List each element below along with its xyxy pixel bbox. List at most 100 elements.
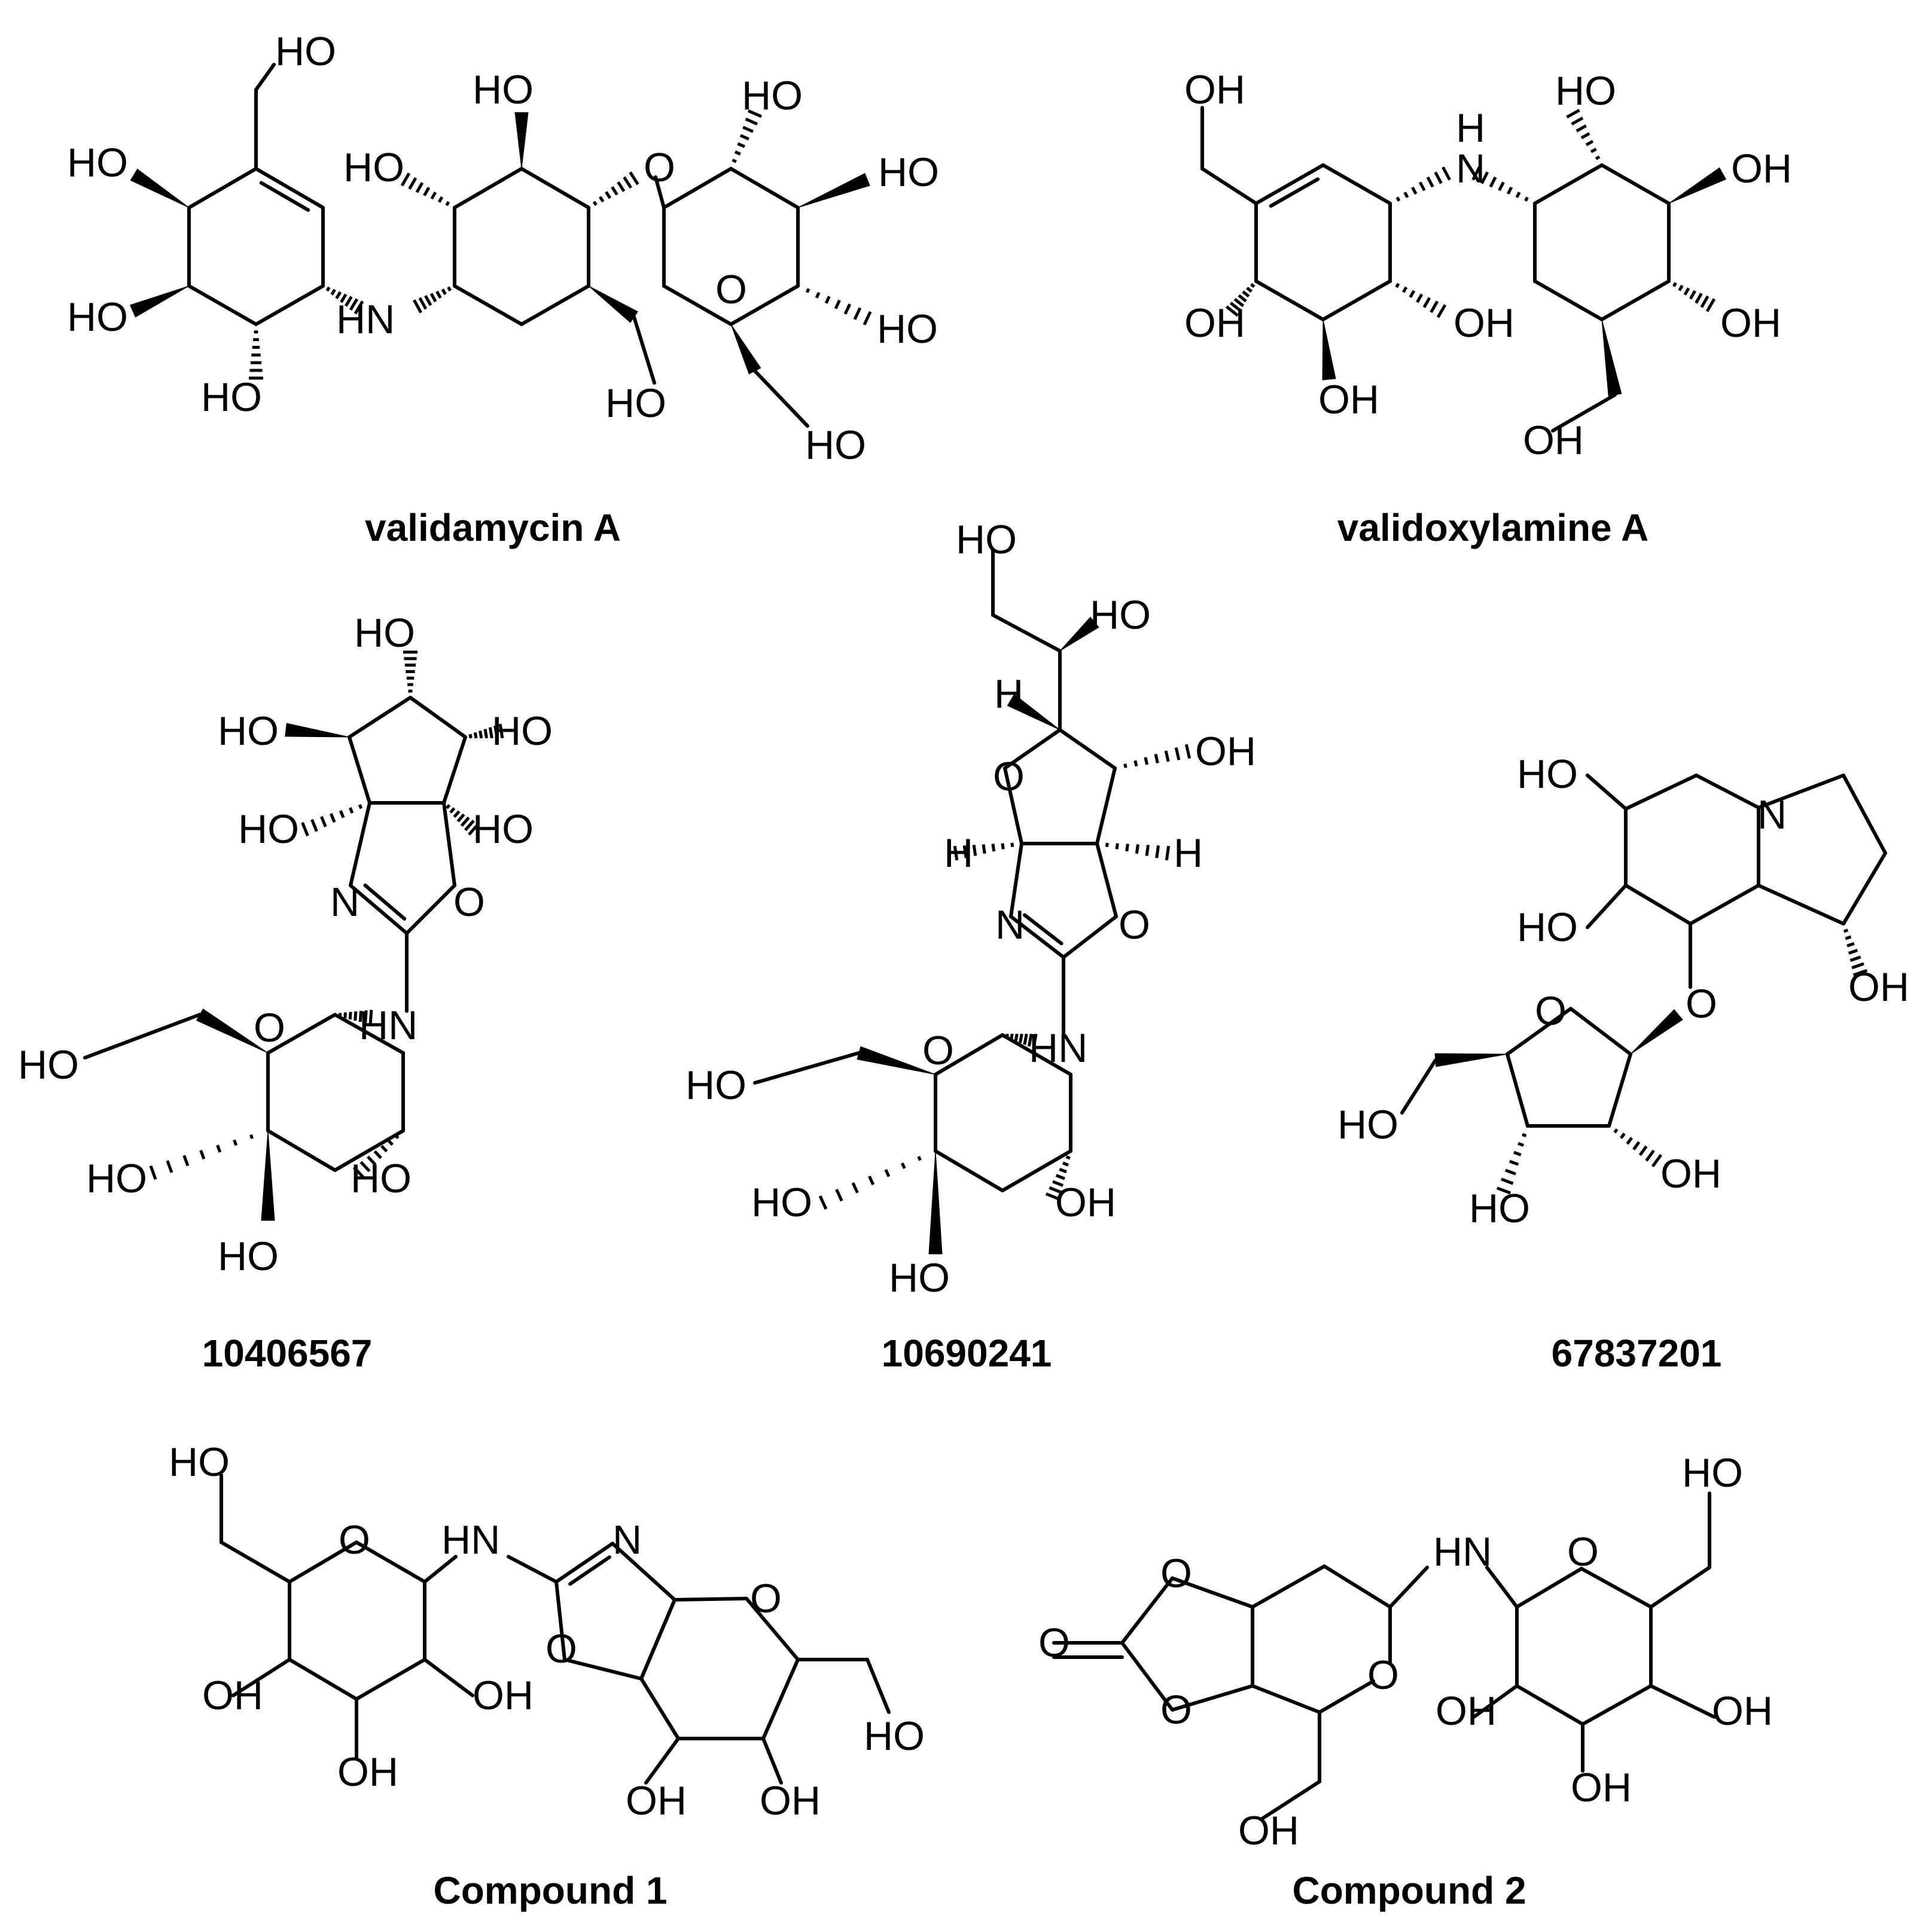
hash-bond xyxy=(216,1144,222,1153)
hash-bond xyxy=(1571,116,1584,126)
hash-bond xyxy=(598,196,605,203)
bond xyxy=(1569,1007,1632,1056)
hash-bond xyxy=(387,1139,394,1146)
hash-bond xyxy=(1500,1177,1514,1185)
hash-bond xyxy=(1590,147,1597,153)
atom-label: O xyxy=(644,145,675,190)
bond xyxy=(1001,1149,1072,1192)
bond xyxy=(266,1129,337,1172)
atom-label: HO xyxy=(956,517,1017,562)
atom-label: HO xyxy=(805,422,866,468)
hash-bond xyxy=(1246,287,1253,293)
hash-bond xyxy=(818,1195,828,1210)
bond xyxy=(1607,1052,1632,1128)
atom-label: O xyxy=(993,754,1025,799)
hash-bond xyxy=(611,186,618,196)
atom-label: O xyxy=(1160,1551,1192,1596)
wedge-bond xyxy=(1434,1053,1508,1067)
hash-bond xyxy=(982,844,986,854)
hash-bond xyxy=(1513,1150,1522,1156)
hash-bond xyxy=(1422,297,1431,308)
hash-bond xyxy=(1504,1168,1516,1176)
bond xyxy=(1269,177,1320,208)
hash-bond xyxy=(488,727,493,739)
hash-bond xyxy=(1645,1149,1655,1162)
hash-bond xyxy=(1848,948,1858,955)
wedge-bond xyxy=(797,173,870,208)
bond xyxy=(1321,163,1392,205)
bond xyxy=(453,167,523,209)
bond xyxy=(934,1149,1004,1192)
bond xyxy=(507,1555,558,1584)
atom-label: OH xyxy=(626,1778,687,1823)
atom-label: OH xyxy=(1720,300,1781,346)
atom-label: HN xyxy=(336,297,395,342)
bond xyxy=(355,1541,426,1584)
hash-bond xyxy=(900,1162,906,1170)
bond xyxy=(1757,774,1845,809)
bond xyxy=(442,735,467,805)
bond xyxy=(1001,1033,1072,1076)
hash-bond xyxy=(1395,196,1401,202)
wedge-bond xyxy=(129,285,190,318)
bond xyxy=(761,1658,800,1740)
hash-bond xyxy=(1522,1133,1527,1137)
atom-label: N xyxy=(995,902,1025,948)
atom-label: HO xyxy=(275,29,336,74)
hash-bond xyxy=(1418,181,1426,191)
bond xyxy=(231,1658,291,1697)
bond xyxy=(673,1597,748,1602)
hash-bond xyxy=(364,1010,368,1024)
atom-label: HO xyxy=(742,73,803,118)
bond xyxy=(1506,1007,1573,1056)
bond xyxy=(1171,1684,1254,1712)
hash-bond xyxy=(1027,1033,1033,1047)
hash-bond xyxy=(1032,1033,1038,1049)
hash-bond xyxy=(1133,760,1138,767)
bond xyxy=(349,801,371,887)
atom-label: HO xyxy=(1469,1186,1530,1231)
hash-bond xyxy=(1638,1145,1648,1156)
hash-bond xyxy=(445,201,450,206)
hash-bond xyxy=(430,191,437,200)
wedge-bond xyxy=(1630,1009,1683,1055)
hash-bond xyxy=(394,1134,400,1140)
wedge-bond xyxy=(588,285,638,323)
hash-bond xyxy=(343,1012,347,1019)
bond xyxy=(442,801,456,887)
bond xyxy=(611,1542,676,1602)
hash-bond xyxy=(1651,1153,1663,1168)
bonds xyxy=(83,63,1887,1821)
hash-bond xyxy=(1242,290,1250,298)
hash-bond xyxy=(739,134,749,141)
bond xyxy=(348,696,412,739)
hash-bond xyxy=(1052,1180,1063,1187)
bond xyxy=(753,1051,861,1085)
bond xyxy=(288,1541,358,1584)
bond xyxy=(1649,1684,1716,1719)
bond xyxy=(1095,842,1118,918)
hash-bond xyxy=(1566,108,1580,119)
bond xyxy=(1400,1058,1437,1115)
hash-bond xyxy=(1515,191,1521,199)
atom-label: HO xyxy=(1682,1450,1743,1496)
hash-bond xyxy=(310,818,318,832)
hash-bond xyxy=(348,807,354,814)
hash-bond xyxy=(824,296,831,304)
hash-bond xyxy=(737,142,745,148)
hash-bond xyxy=(815,291,821,299)
hash-bond xyxy=(853,307,862,320)
hash-bond xyxy=(418,297,428,310)
atom-label: OH xyxy=(760,1778,821,1823)
bond xyxy=(520,167,590,209)
hash-bond xyxy=(1062,1161,1069,1167)
hash-bond xyxy=(367,1155,377,1166)
bond xyxy=(563,1658,643,1681)
atom-label: OH xyxy=(1318,377,1379,422)
bond xyxy=(259,181,310,212)
hash-bond xyxy=(1613,1128,1619,1134)
bond xyxy=(1058,728,1117,770)
hash-bond xyxy=(1846,942,1855,948)
atom-label: O xyxy=(1119,902,1150,948)
atom-label: HO xyxy=(685,1063,746,1108)
